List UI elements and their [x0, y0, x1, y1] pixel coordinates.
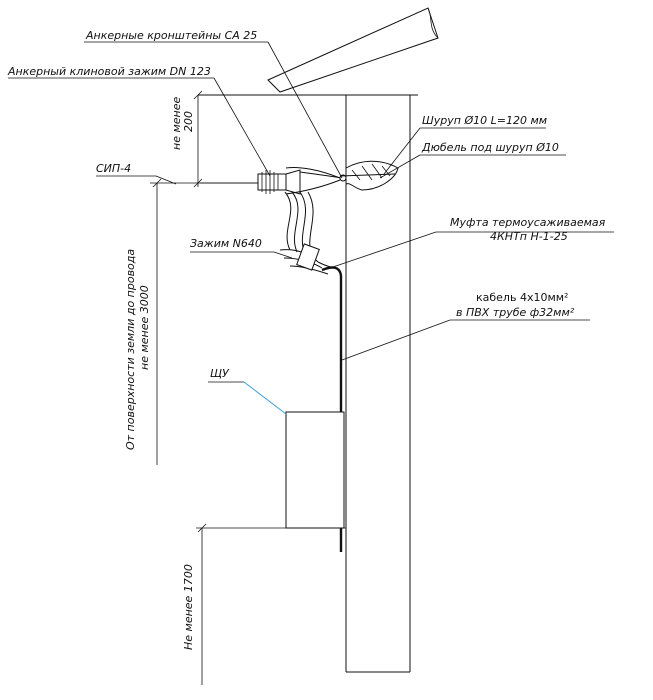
dim-ground-line1: От поверхности земли до провода	[124, 249, 137, 450]
distribution-panel	[285, 411, 345, 529]
dim-ground-line2: не менее 3000	[138, 285, 151, 370]
dim-min-200-line1: не менее	[170, 97, 183, 150]
anchor-wedge-clamp	[257, 169, 301, 195]
dimension-ground-3000	[152, 178, 162, 465]
vertical-cable	[321, 266, 343, 552]
dimension-1700	[196, 523, 346, 685]
dim-min-1700: Не менее 1700	[182, 564, 195, 650]
label-panel: ЩУ	[210, 367, 230, 380]
label-screw: Шуруп Ø10 L=120 мм	[422, 114, 547, 127]
label-anchor-clamp: Анкерный клиновой зажим DN 123	[7, 65, 211, 78]
label-cable-1: кабель 4х10мм²	[476, 291, 568, 304]
dim-min-200-line2: 200	[182, 111, 195, 132]
label-anchor-brackets: Анкерные кронштейны СА 25	[85, 29, 257, 42]
label-dowel: Дюбель под шуруп Ø10	[421, 141, 559, 154]
label-heat-shrink-1: Муфта термоусаживаемая	[450, 216, 606, 229]
roof	[267, 7, 439, 93]
clamp-n640	[279, 243, 339, 275]
wall	[198, 94, 418, 673]
label-sip-cable: СИП-4	[96, 162, 131, 175]
anchor-bracket	[285, 167, 347, 195]
dowel-screw	[339, 160, 399, 191]
label-clamp-n640: Зажим N640	[190, 237, 262, 250]
dimension-200	[193, 90, 203, 188]
leader-lines	[8, 41, 614, 415]
label-cable-2: в ПВХ трубе ф32мм²	[456, 306, 575, 319]
label-heat-shrink-2: 4КНТп Н-1-25	[490, 230, 568, 243]
